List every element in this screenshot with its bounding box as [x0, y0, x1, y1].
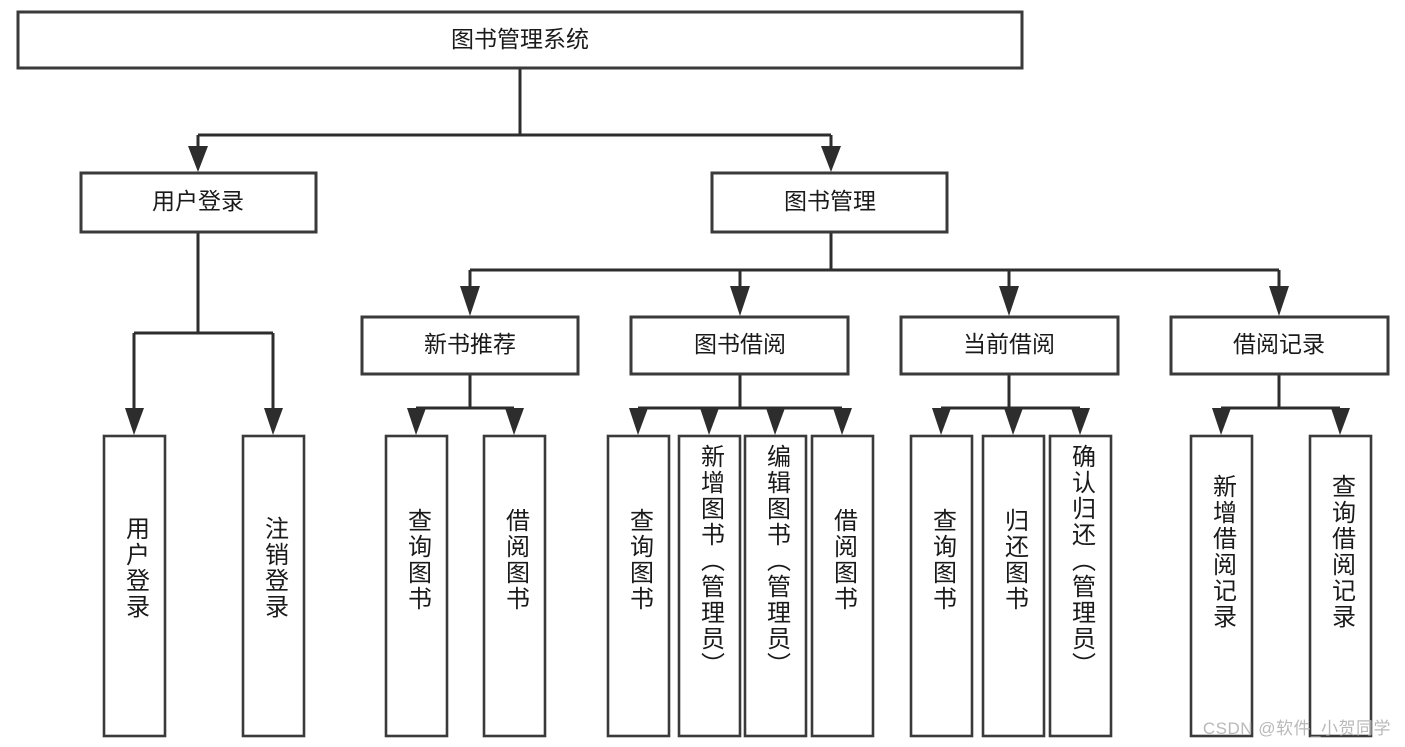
- node-current-borrow-box[interactable]: [899, 315, 1120, 376]
- arrowhead-book-to-borrow: [730, 286, 750, 316]
- arrowhead-root-to-user: [188, 146, 208, 172]
- connector-group-book-borrow: [629, 374, 852, 435]
- node-current-borrow[interactable]: 当前借阅: [899, 315, 1120, 376]
- node-user-login[interactable]: 用户登录: [79, 171, 318, 234]
- node-new-book-recommend-label: 新书推荐: [424, 331, 516, 357]
- arrowhead-record-leaf2: [1331, 408, 1350, 435]
- arrowhead-newbook-leaf2: [505, 408, 524, 435]
- node-book-borrow[interactable]: 图书借阅: [629, 315, 850, 376]
- leaf-box-add-book-admin[interactable]: [677, 434, 742, 738]
- node-book-manage-box[interactable]: [710, 171, 949, 234]
- node-root-box[interactable]: [16, 10, 1024, 70]
- arrowhead-current-leaf1: [932, 408, 951, 435]
- arrowhead-borrow-leaf2: [700, 408, 719, 435]
- arrowhead-user-leaf1: [125, 408, 144, 435]
- connector-group-new-book: [407, 374, 524, 435]
- leaf-box-query-book-borrow[interactable]: [606, 434, 671, 738]
- node-root[interactable]: 图书管理系统: [16, 10, 1024, 70]
- arrowhead-book-to-current: [999, 286, 1019, 316]
- node-user-login-label: 用户登录: [152, 188, 244, 214]
- connector-group-user-login: [125, 232, 283, 435]
- node-book-borrow-label: 图书借阅: [694, 331, 786, 357]
- leaf-box-query-borrow-record[interactable]: [1308, 434, 1373, 738]
- node-borrow-record-label: 借阅记录: [1233, 331, 1325, 357]
- watermark-text: CSDN @软件_小贺同学: [1202, 719, 1391, 738]
- node-borrow-record-box[interactable]: [1169, 315, 1390, 376]
- leaf-box-add-borrow-record[interactable]: [1189, 434, 1254, 738]
- leaf-box-query-book-new[interactable]: [384, 434, 449, 738]
- arrowhead-user-leaf2: [264, 408, 283, 435]
- connector-group-current-borrow: [932, 374, 1090, 435]
- leaf-box-query-book-current[interactable]: [909, 434, 974, 738]
- arrowhead-current-leaf3: [1071, 408, 1090, 435]
- leaf-box-user-login[interactable]: [102, 434, 167, 738]
- leaf-box-borrow-book[interactable]: [810, 434, 875, 738]
- arrowhead-book-to-new: [460, 286, 480, 316]
- node-new-book-recommend-box[interactable]: [360, 315, 580, 376]
- leaf-box-logout[interactable]: [241, 434, 306, 738]
- arrowhead-borrow-leaf1: [629, 408, 648, 435]
- node-current-borrow-label: 当前借阅: [963, 331, 1055, 357]
- arrowhead-current-leaf2: [1004, 408, 1023, 435]
- arrowhead-borrow-leaf3: [766, 408, 785, 435]
- arrowhead-record-leaf1: [1212, 408, 1231, 435]
- leaf-box-borrow-book-new[interactable]: [482, 434, 547, 738]
- arrowhead-newbook-leaf1: [407, 408, 426, 435]
- leaf-box-return-book[interactable]: [981, 434, 1046, 738]
- arrowhead-book-to-record: [1269, 286, 1289, 316]
- leaf-box-edit-book-admin[interactable]: [743, 434, 808, 738]
- node-book-manage-label: 图书管理: [784, 188, 876, 214]
- node-borrow-record[interactable]: 借阅记录: [1169, 315, 1390, 376]
- node-root-label: 图书管理系统: [451, 26, 589, 52]
- node-book-manage[interactable]: 图书管理: [710, 171, 949, 234]
- leaf-box-confirm-return-admin[interactable]: [1048, 434, 1113, 738]
- arrowhead-root-to-book: [821, 146, 841, 172]
- arrowhead-borrow-leaf4: [833, 408, 852, 435]
- connector-group-root: [188, 68, 841, 172]
- leaf-boxes: [102, 434, 1373, 738]
- connector-group-borrow-record: [1212, 374, 1350, 435]
- node-book-borrow-box[interactable]: [629, 315, 850, 376]
- connector-group-book-manage: [460, 232, 1289, 316]
- node-user-login-box[interactable]: [79, 171, 318, 234]
- node-new-book-recommend[interactable]: 新书推荐: [360, 315, 580, 376]
